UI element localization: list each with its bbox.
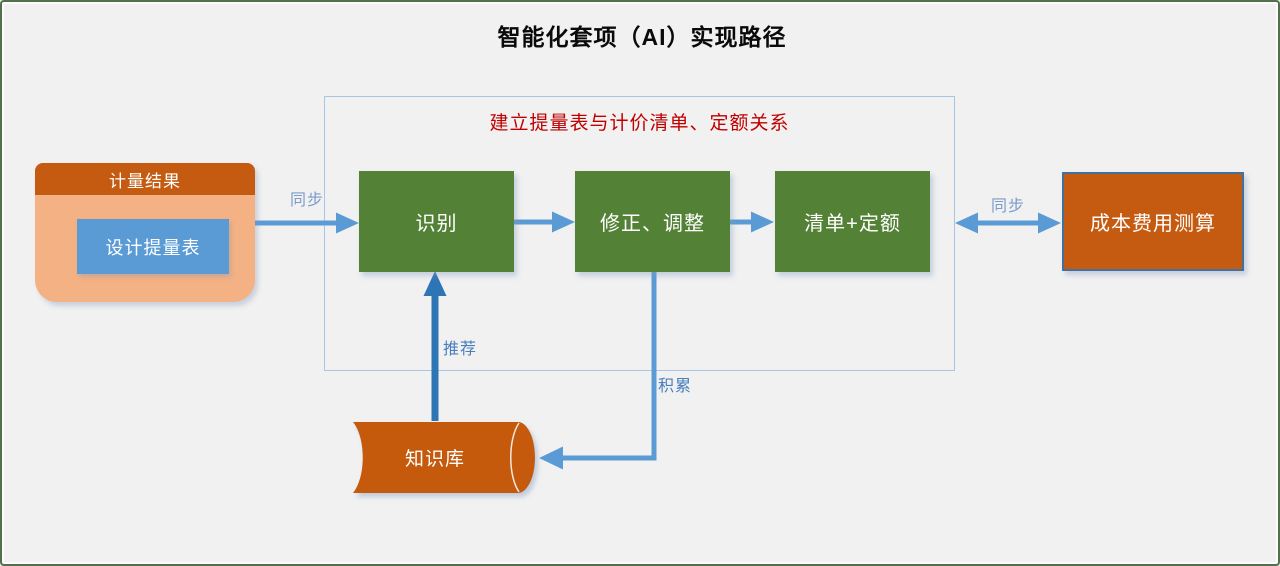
- process-box-adjust: 修正、调整: [575, 171, 730, 272]
- knowledge-base-label: 知识库: [404, 449, 465, 470]
- design-quantity-table-box: 设计提量表: [77, 219, 229, 274]
- sync-right-label: 同步: [990, 198, 1025, 215]
- cost-estimation-box: 成本费用测算: [1062, 172, 1244, 271]
- process-box-list-quota: 清单+定额: [775, 171, 930, 272]
- frame-heading: 建立提量表与计价清单、定额关系: [489, 113, 790, 134]
- accumulate-label: 积累: [658, 378, 693, 395]
- sync-left-label: 同步: [289, 192, 324, 209]
- measurement-result-header: 计量结果: [35, 163, 255, 195]
- process-box-recognize: 识别: [359, 171, 514, 272]
- page-title: 智能化套项（AI）实现路径: [497, 24, 787, 50]
- measurement-result-group: 计量结果 设计提量表: [35, 163, 255, 302]
- recommend-label: 推荐: [443, 341, 478, 358]
